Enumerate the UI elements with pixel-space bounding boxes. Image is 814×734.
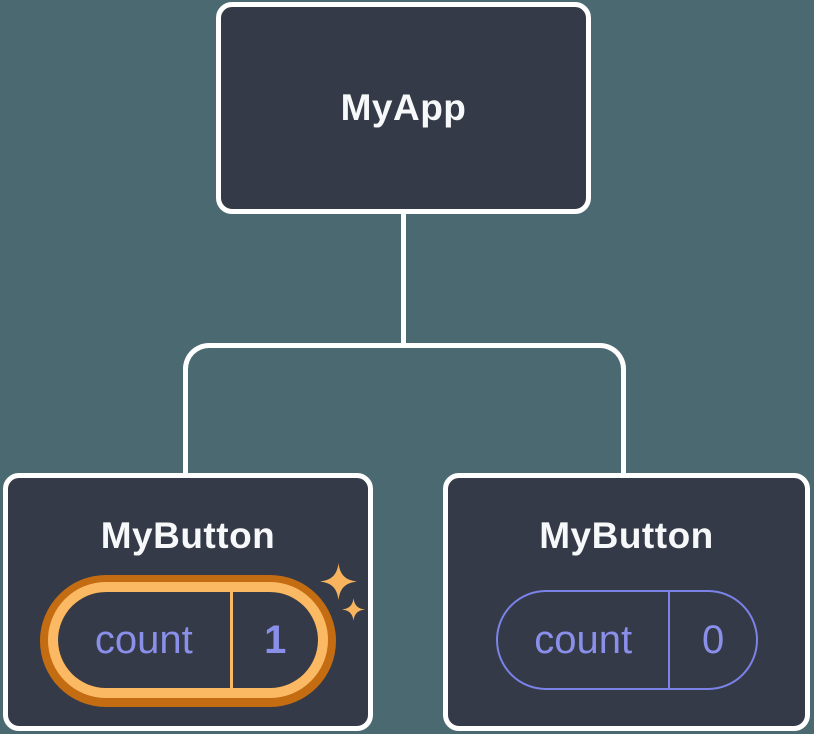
connector-branch-bracket bbox=[183, 343, 626, 474]
connector-root-stem bbox=[401, 212, 406, 348]
node-title: MyApp bbox=[340, 87, 467, 128]
state-pill: count 0 bbox=[496, 590, 758, 690]
state-label: count bbox=[94, 617, 193, 662]
state-value-segment: 1 bbox=[229, 592, 318, 688]
state-value-segment: 0 bbox=[668, 592, 756, 688]
state-label-segment: count bbox=[58, 592, 230, 688]
state-label-segment: count bbox=[498, 592, 668, 688]
node-title: MyButton bbox=[100, 515, 276, 556]
sparkle-icon bbox=[320, 563, 357, 600]
state-pill-highlighted: count 1 bbox=[58, 592, 318, 688]
node-myapp: MyApp bbox=[216, 2, 591, 214]
state-value: 1 bbox=[264, 617, 287, 662]
state-label: count bbox=[534, 617, 633, 662]
node-mybutton-updated: MyButton count 1 bbox=[3, 473, 373, 731]
node-title: MyButton bbox=[539, 515, 714, 556]
node-mybutton-plain: MyButton count 0 bbox=[443, 473, 810, 731]
state-value: 0 bbox=[702, 617, 725, 662]
sparkle-icon bbox=[342, 598, 365, 621]
